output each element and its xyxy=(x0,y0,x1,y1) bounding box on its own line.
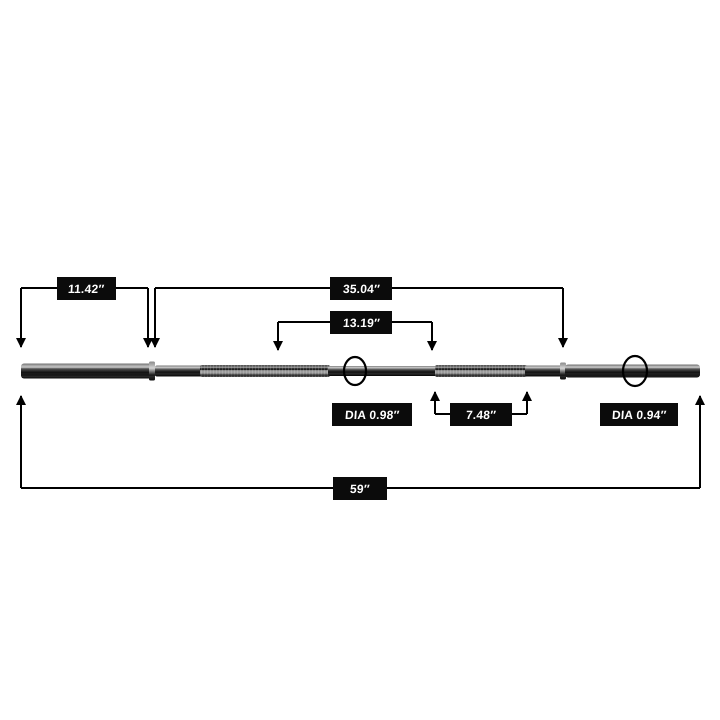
barbell-illustration xyxy=(21,361,700,381)
dimension-label-center-knurl-length: 7.48″ xyxy=(450,403,512,426)
dimension-value-center-knurl-length: 7.48″ xyxy=(465,407,497,422)
dimension-value-overall-length: 59″ xyxy=(349,481,371,496)
dimension-label-knurl-to-center: 13.19″ xyxy=(330,311,392,334)
barbell-left-collar xyxy=(149,361,155,381)
dimension-value-sleeve-diameter: DIA 0.94″ xyxy=(611,407,667,422)
barbell-shaft-left xyxy=(155,365,202,377)
barbell-shadow-line xyxy=(21,374,700,376)
dimension-value-knurl-to-center: 13.19″ xyxy=(342,315,380,330)
dimension-leader-sleeve-length xyxy=(16,287,153,348)
barbell-left-sleeve xyxy=(21,363,152,379)
dimension-label-overall-length: 59″ xyxy=(333,477,387,500)
shaft-diameter-indicator-icon xyxy=(342,355,368,387)
barbell-shaft-mid xyxy=(328,366,438,376)
dimension-value-shaft-diameter: DIA 0.98″ xyxy=(344,407,400,422)
dimension-value-sleeve-length: 11.42″ xyxy=(67,281,106,296)
dimension-label-shaft-length: 35.04″ xyxy=(330,277,392,300)
dimension-label-sleeve-diameter: DIA 0.94″ xyxy=(600,403,678,426)
sleeve-diameter-indicator-icon xyxy=(621,354,649,388)
barbell-shaft-right xyxy=(525,365,563,377)
dimension-leader-knurl-to-center xyxy=(273,321,437,351)
dimension-leader-overall-length xyxy=(16,395,705,489)
barbell-highlight xyxy=(21,366,700,369)
dimension-value-shaft-length: 35.04″ xyxy=(342,281,380,296)
dimension-leader-shaft-length xyxy=(150,287,568,348)
dimension-leader-center-knurl xyxy=(430,391,532,415)
dimension-label-shaft-diameter: DIA 0.98″ xyxy=(332,403,412,426)
dimension-label-sleeve-length: 11.42″ xyxy=(57,277,116,300)
